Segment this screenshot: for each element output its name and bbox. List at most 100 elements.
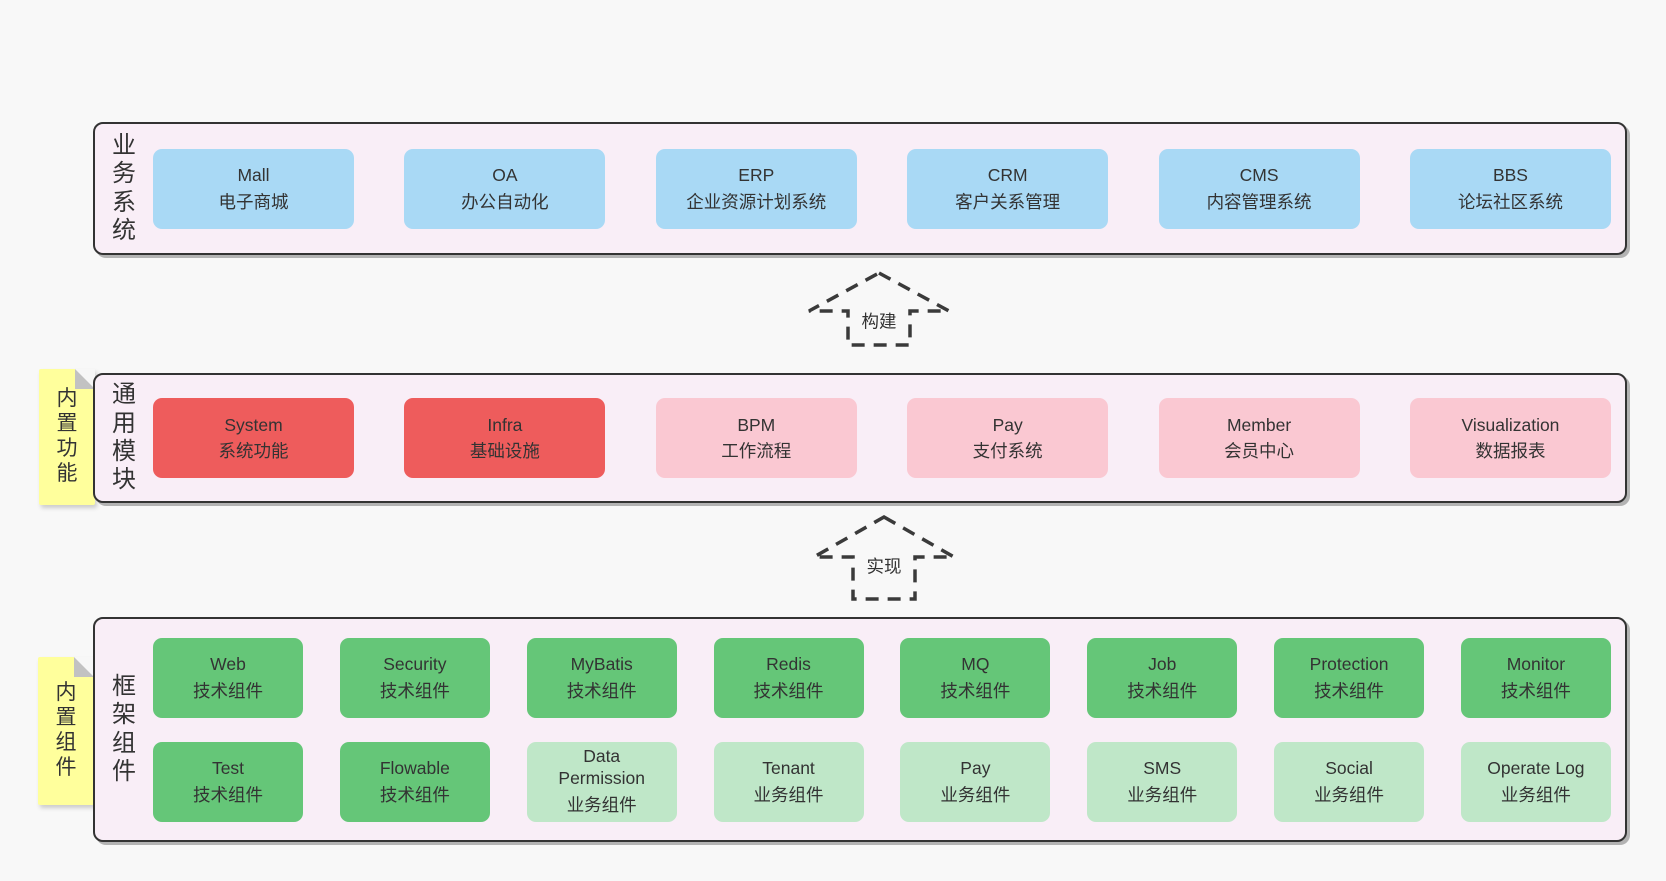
node-member: Member 会员中心 [1158,398,1360,478]
node-subtitle: 技术组件 [940,680,1011,701]
node-subtitle: 业务组件 [1314,784,1385,805]
up-arrow-icon [808,271,950,347]
node-mall: Mall 电子商城 [153,148,354,229]
sticky-text: 内置组件 [55,681,77,779]
node-title: Mall [237,165,270,186]
node-subtitle: 数据报表 [1475,441,1546,461]
node-subtitle: 内容管理系统 [1206,191,1312,212]
node-infra: Infra 基础设施 [404,398,606,478]
common-modules-label: 通用模块 [95,375,153,501]
layer-label-text: 业务系统 [112,131,136,244]
node-web: Web 技术组件 [153,637,303,718]
node-subtitle: 技术组件 [566,680,637,701]
node-subtitle: 办公自动化 [461,191,549,212]
node-subtitle: 客户关系管理 [955,191,1061,212]
node-data-permission: Data Permission 业务组件 [526,741,677,822]
node-subtitle: 业务组件 [753,784,824,805]
node-test: Test 技术组件 [153,741,303,822]
node-title: BPM [737,414,776,435]
node-title: MQ [961,654,990,675]
folded-corner-icon [75,369,95,389]
node-monitor: Monitor 技术组件 [1460,637,1611,718]
framework-components-label: 框架组件 [95,619,153,840]
business-systems-label: 业务系统 [95,124,153,253]
node-flowable: Flowable 技术组件 [339,741,490,822]
node-operate-log: Operate Log 业务组件 [1460,741,1611,822]
node-subtitle: 电子商城 [218,191,289,212]
node-title: Tenant [762,758,815,779]
node-tenant: Tenant 业务组件 [713,741,864,822]
node-mq: MQ 技术组件 [900,637,1051,718]
node-title: Data Permission [558,745,645,789]
node-erp: ERP 企业资源计划系统 [655,148,857,229]
node-title: CRM [987,165,1028,186]
node-title: Test [211,758,245,779]
node-title: BBS [1492,165,1528,186]
node-security: Security 技术组件 [339,637,490,718]
node-system: System 系统功能 [153,398,354,478]
node-social: Social 业务组件 [1274,741,1425,822]
node-title: Security [383,654,447,675]
node-subtitle: 技术组件 [379,784,450,805]
node-title: MyBatis [570,654,633,675]
node-subtitle: 会员中心 [1224,441,1295,461]
node-pay-business: Pay 业务组件 [900,741,1051,822]
node-title: Pay [960,758,991,779]
node-title: SMS [1143,758,1182,779]
node-title: System [224,414,283,435]
common-modules-boxes: System 系统功能 Infra 基础设施 BPM 工作流程 Pay 支付系统… [153,375,1625,501]
node-cms: CMS 内容管理系统 [1158,148,1360,229]
node-subtitle: 技术组件 [753,680,824,701]
node-subtitle: 技术组件 [193,680,263,701]
node-subtitle: 基础设施 [469,441,540,461]
framework-components-boxes: Web 技术组件 Security 技术组件 MyBatis 技术组件 Redi… [153,619,1625,840]
node-subtitle: 论坛社区系统 [1457,191,1563,212]
node-subtitle: 技术组件 [379,680,450,701]
build-arrow-label: 构建 [858,307,900,335]
node-title: Social [1325,758,1373,779]
node-redis: Redis 技术组件 [713,637,864,718]
sticky-note-built-in-components: 内置组件 [38,657,94,805]
node-title: Redis [766,654,811,675]
build-arrow [808,271,950,347]
node-title: Flowable [379,758,450,779]
node-title: Member [1226,414,1292,435]
node-visualization: Visualization 数据报表 [1409,398,1611,478]
node-title: CMS [1239,165,1279,186]
node-subtitle: 业务组件 [940,784,1011,805]
node-mybatis: MyBatis 技术组件 [526,637,677,718]
node-subtitle: 支付系统 [972,441,1043,461]
node-subtitle: 技术组件 [193,784,263,805]
node-subtitle: 企业资源计划系统 [686,191,827,212]
node-title: Operate Log [1487,758,1585,779]
node-protection: Protection 技术组件 [1274,637,1425,718]
up-arrow-icon [811,514,957,601]
node-title: Protection [1309,654,1389,675]
node-title: Visualization [1461,414,1560,435]
node-bbs: BBS 论坛社区系统 [1409,148,1611,229]
business-systems-layer: 业务系统 Mall 电子商城 OA 办公自动化 ERP 企业资源计划系统 CRM [93,122,1627,255]
node-subtitle: 业务组件 [566,795,637,816]
node-subtitle: 工作流程 [721,441,792,461]
layer-label-text: 框架组件 [112,672,136,785]
node-crm: CRM 客户关系管理 [907,148,1109,229]
node-oa: OA 办公自动化 [404,148,606,229]
node-sms: SMS 业务组件 [1087,741,1238,822]
node-subtitle: 技术组件 [1314,680,1385,701]
sticky-text: 内置功能 [56,387,78,485]
node-title: Infra [487,414,523,435]
node-title: Job [1148,654,1177,675]
node-subtitle: 系统功能 [218,441,289,461]
folded-corner-icon [74,657,94,677]
node-subtitle: 技术组件 [1500,680,1571,701]
node-pay: Pay 支付系统 [907,398,1109,478]
node-subtitle: 技术组件 [1127,680,1198,701]
node-subtitle: 业务组件 [1500,784,1571,805]
framework-components-layer: 框架组件 Web 技术组件 Security 技术组件 MyBatis 技术组件… [93,617,1627,842]
node-title: ERP [738,165,775,186]
node-title: Pay [992,414,1023,435]
node-bpm: BPM 工作流程 [655,398,857,478]
implement-arrow [811,514,957,601]
node-job: Job 技术组件 [1087,637,1238,718]
